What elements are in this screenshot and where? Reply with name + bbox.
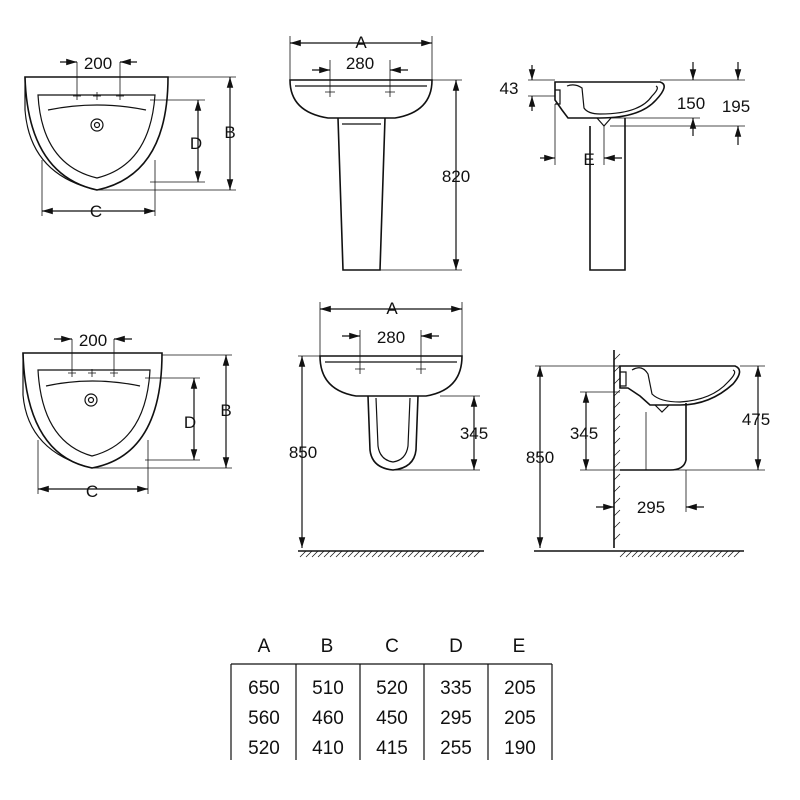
table-row: 650 510 520 335 205 xyxy=(248,678,536,699)
floor-hatch-1 xyxy=(299,550,481,558)
label-200-wall: 200 xyxy=(79,331,107,350)
label-c-wall: C xyxy=(86,482,98,501)
svg-text:255: 255 xyxy=(440,738,472,759)
label-200: 200 xyxy=(84,54,112,73)
label-e: E xyxy=(583,150,594,169)
svg-text:205: 205 xyxy=(504,708,536,729)
table-header-b: B xyxy=(321,636,334,657)
label-280: 280 xyxy=(346,54,374,73)
dimension-table: A B C D E 650 510 520 335 205 560 460 45… xyxy=(230,636,553,760)
table-header-d: D xyxy=(449,636,463,657)
label-d: D xyxy=(190,134,202,153)
view-front-wall: A 280 850 345 xyxy=(289,299,488,558)
svg-text:520: 520 xyxy=(248,738,280,759)
label-345-side: 345 xyxy=(570,424,598,443)
label-b: B xyxy=(224,123,235,142)
label-43: 43 xyxy=(500,79,519,98)
svg-text:335: 335 xyxy=(440,678,472,699)
label-475: 475 xyxy=(742,410,770,429)
svg-text:510: 510 xyxy=(312,678,344,699)
view-front-pedestal: A 280 820 xyxy=(289,33,470,271)
table-header-a: A xyxy=(258,636,271,657)
svg-text:415: 415 xyxy=(376,738,408,759)
svg-text:205: 205 xyxy=(504,678,536,699)
label-295: 295 xyxy=(637,498,665,517)
view-side-pedestal: 43 150 195 E xyxy=(500,62,750,271)
table-row: 560 460 450 295 205 xyxy=(248,708,536,729)
label-a: A xyxy=(355,33,367,52)
label-850-side: 850 xyxy=(526,448,554,467)
svg-text:650: 650 xyxy=(248,678,280,699)
table-header-e: E xyxy=(513,636,526,657)
svg-text:560: 560 xyxy=(248,708,280,729)
label-c: C xyxy=(90,202,102,221)
svg-text:190: 190 xyxy=(504,738,536,759)
label-b-wall: B xyxy=(220,401,231,420)
label-280-wall: 280 xyxy=(377,328,405,347)
svg-text:450: 450 xyxy=(376,708,408,729)
label-195: 195 xyxy=(722,97,750,116)
wall-hatch xyxy=(613,353,621,541)
view-side-wall: 345 475 850 295 xyxy=(526,350,770,558)
floor-hatch-2 xyxy=(619,550,741,558)
view-top-pedestal: 200 C D B xyxy=(24,54,236,221)
label-345: 345 xyxy=(460,424,488,443)
svg-text:295: 295 xyxy=(440,708,472,729)
view-top-wall: 200 C D B xyxy=(22,331,232,501)
label-a-wall: A xyxy=(386,299,398,318)
svg-text:410: 410 xyxy=(312,738,344,759)
label-d-wall: D xyxy=(184,413,196,432)
label-850: 850 xyxy=(289,443,317,462)
label-150: 150 xyxy=(677,94,705,113)
table-header-c: C xyxy=(385,636,399,657)
svg-text:520: 520 xyxy=(376,678,408,699)
svg-text:460: 460 xyxy=(312,708,344,729)
label-820: 820 xyxy=(442,167,470,186)
table-row: 520 410 415 255 190 xyxy=(248,738,536,759)
